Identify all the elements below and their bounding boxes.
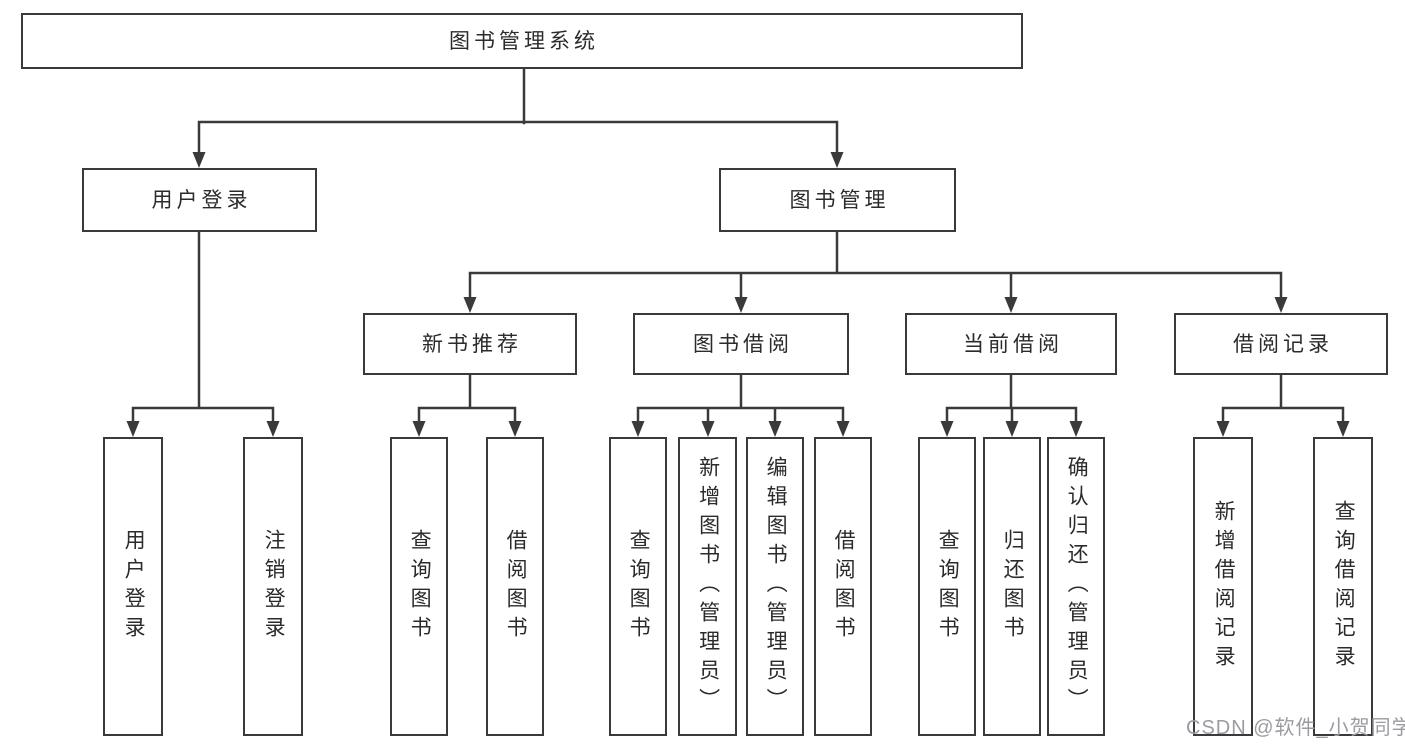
node-book-management-label: 图书管理 [789, 188, 890, 212]
leaf-borrow-books-recommend: 借阅图书 [486, 437, 544, 736]
leaf-logout-label: 注销登录 [262, 528, 286, 645]
leaf-query-books-current: 查询图书 [918, 437, 976, 736]
leaf-add-book-admin: 新增图书（管理员） [678, 437, 737, 736]
watermark: CSDN @软件_小贺同学 [1186, 717, 1405, 739]
leaf-return-book: 归还图书 [983, 437, 1041, 736]
leaf-query-books-current-label: 查询图书 [936, 528, 960, 645]
leaf-return-book-label: 归还图书 [1001, 528, 1025, 645]
node-new-book-recommend: 新书推荐 [363, 313, 577, 375]
leaf-edit-book-admin: 编辑图书（管理员） [746, 437, 804, 736]
node-new-book-recommend-label: 新书推荐 [422, 332, 522, 356]
leaf-user-login: 用户登录 [103, 437, 163, 736]
node-borrow-records: 借阅记录 [1174, 313, 1388, 375]
node-book-management: 图书管理 [719, 168, 956, 232]
node-book-borrow: 图书借阅 [633, 313, 849, 375]
leaf-borrow-books-borrow-label: 借阅图书 [832, 528, 856, 645]
node-current-borrow: 当前借阅 [905, 313, 1117, 375]
tree-edges [131, 67, 1345, 426]
leaf-query-books-borrow-label: 查询图书 [627, 528, 651, 645]
leaf-confirm-return-admin-label: 确认归还（管理员） [1065, 456, 1089, 717]
leaf-query-borrow-record-label: 查询借阅记录 [1332, 499, 1356, 674]
node-library-system: 图书管理系统 [21, 13, 1023, 69]
leaf-query-borrow-record: 查询借阅记录 [1313, 437, 1373, 736]
leaf-logout: 注销登录 [243, 437, 303, 736]
node-borrow-records-label: 借阅记录 [1233, 332, 1333, 356]
node-user-login-group: 用户登录 [82, 168, 317, 232]
node-book-borrow-label: 图书借阅 [693, 332, 793, 356]
node-library-system-label: 图书管理系统 [449, 29, 599, 53]
leaf-add-book-admin-label: 新增图书（管理员） [696, 456, 720, 717]
leaf-query-books-recommend: 查询图书 [390, 437, 448, 736]
leaf-query-books-borrow: 查询图书 [609, 437, 667, 736]
leaf-borrow-books-borrow: 借阅图书 [814, 437, 872, 736]
leaf-edit-book-admin-label: 编辑图书（管理员） [764, 456, 788, 717]
node-user-login-group-label: 用户登录 [151, 188, 252, 212]
leaf-add-borrow-record-label: 新增借阅记录 [1212, 499, 1236, 674]
leaf-confirm-return-admin: 确认归还（管理员） [1047, 437, 1105, 736]
leaf-query-books-recommend-label: 查询图书 [408, 528, 432, 645]
node-current-borrow-label: 当前借阅 [963, 332, 1063, 356]
leaf-user-login-label: 用户登录 [122, 528, 146, 645]
leaf-borrow-books-recommend-label: 借阅图书 [504, 528, 528, 645]
leaf-add-borrow-record: 新增借阅记录 [1193, 437, 1253, 736]
arrowhead-icons [126, 152, 1350, 437]
